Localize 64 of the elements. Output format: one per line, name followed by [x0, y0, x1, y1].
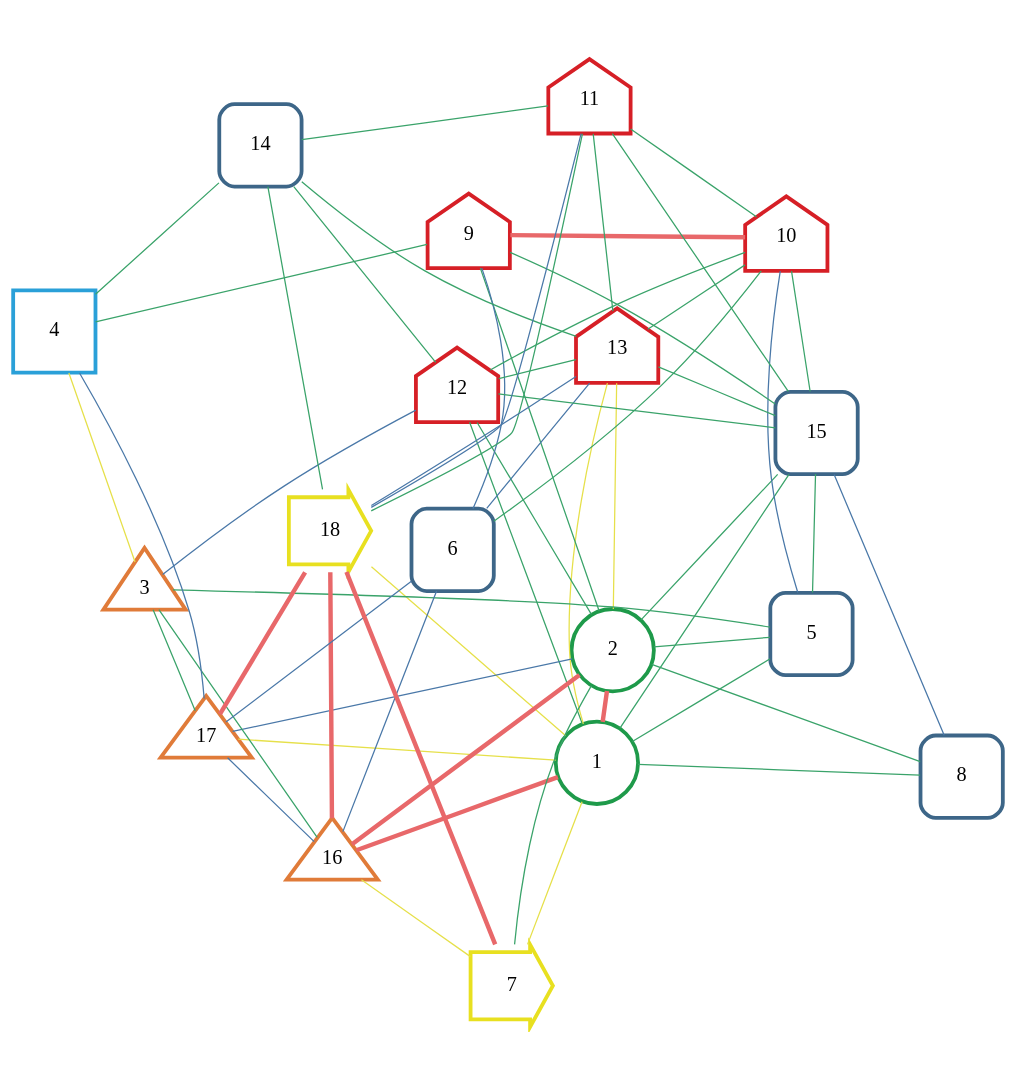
connector: [360, 878, 472, 957]
connector: [767, 270, 799, 593]
connector: [225, 580, 412, 723]
connector: [232, 657, 573, 732]
connector: [568, 382, 609, 724]
connector: [612, 382, 618, 610]
connector: [647, 263, 746, 330]
connector: [653, 636, 771, 647]
connector: [94, 181, 220, 295]
connector: [790, 270, 811, 392]
connector: [657, 365, 776, 416]
connector: [630, 127, 758, 217]
connector: [611, 132, 789, 392]
node-circle: 1: [553, 719, 640, 806]
connector: [510, 232, 746, 239]
node-box: 14: [217, 101, 304, 188]
connector: [498, 358, 577, 379]
node-box: 5: [768, 590, 855, 677]
connector: [493, 269, 762, 522]
connector: [497, 392, 776, 428]
connector: [350, 672, 581, 846]
connector: [355, 774, 559, 852]
connector: [479, 267, 600, 612]
connector: [293, 185, 437, 363]
connector: [370, 565, 567, 736]
connector: [486, 381, 591, 509]
connector: [811, 472, 817, 593]
connector: [592, 132, 614, 312]
connector: [237, 738, 557, 761]
connector: [68, 371, 136, 563]
connector: [631, 657, 771, 742]
connector: [833, 473, 945, 736]
connector: [172, 588, 771, 628]
connector: [162, 409, 417, 575]
node-box: 6: [409, 506, 496, 593]
connector: [152, 608, 196, 711]
connector: [301, 104, 549, 140]
connector: [468, 421, 584, 725]
connector: [640, 473, 779, 621]
connector: [78, 371, 205, 699]
connector: [218, 570, 308, 715]
connector: [342, 590, 438, 832]
connector: [619, 473, 790, 729]
node-box: 8: [918, 733, 1005, 820]
connector: [651, 663, 921, 762]
connector: [509, 251, 776, 405]
connector: [476, 421, 592, 615]
connector: [328, 571, 335, 818]
connector: [600, 690, 610, 722]
connector: [301, 180, 577, 337]
connector: [158, 608, 318, 838]
connector: [94, 243, 428, 322]
connector: [489, 251, 746, 371]
connector: [226, 756, 315, 842]
node-box: 4: [11, 287, 98, 375]
connector: [637, 763, 921, 776]
connector: [513, 684, 593, 945]
node-circle: 2: [569, 606, 656, 693]
connector: [344, 570, 498, 945]
connector: [526, 800, 583, 945]
node-box: 15: [773, 389, 860, 476]
connector: [267, 185, 324, 490]
connector: [370, 375, 577, 506]
connector: [472, 267, 506, 509]
